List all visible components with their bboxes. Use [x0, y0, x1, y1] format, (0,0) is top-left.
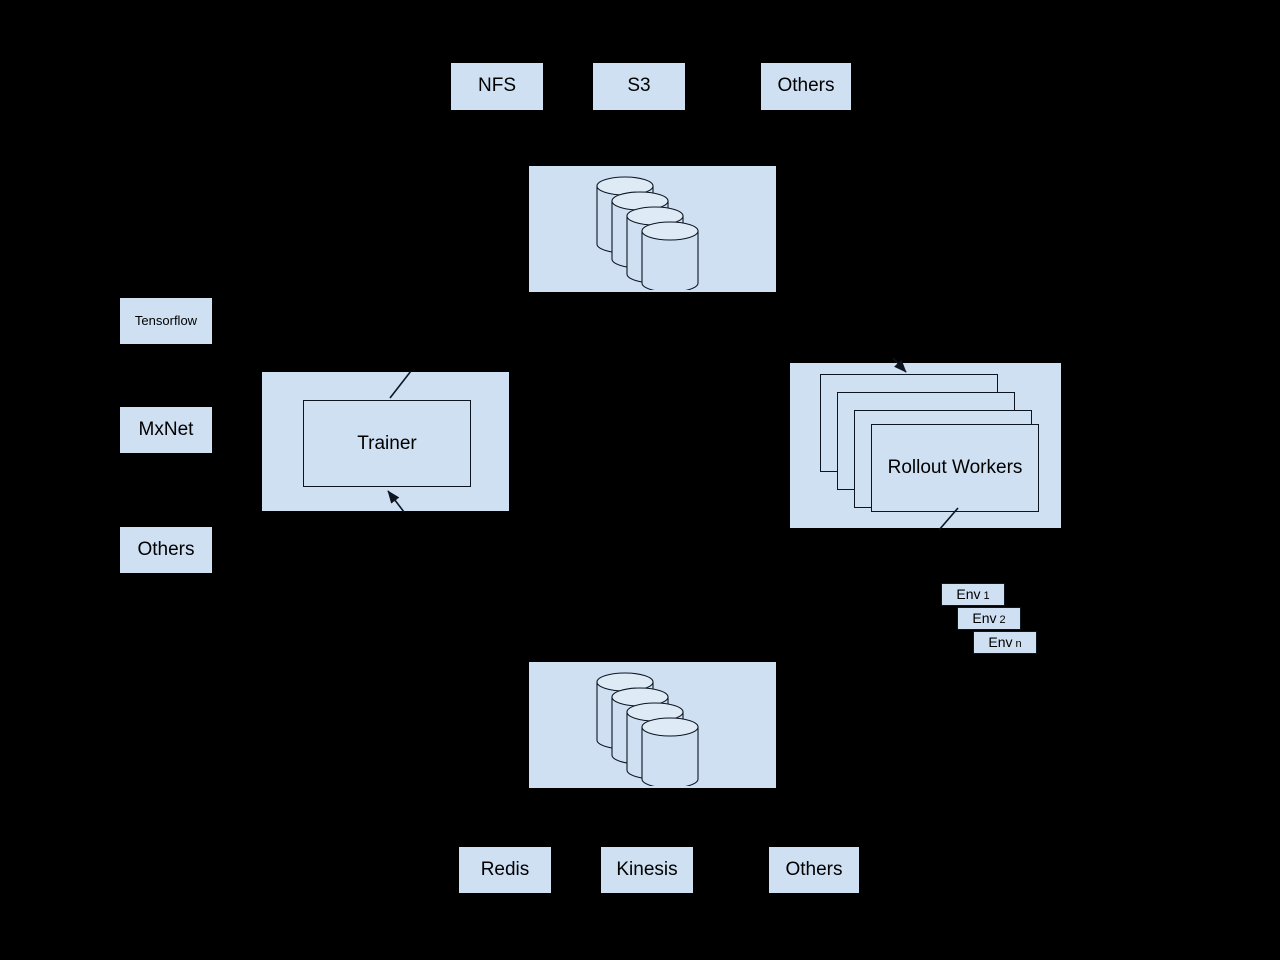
env-name: Env: [956, 586, 981, 602]
node-env-1[interactable]: Env 1: [941, 583, 1005, 606]
node-s3[interactable]: S3: [593, 63, 685, 110]
node-others-bottom[interactable]: Others: [769, 847, 859, 893]
node-kinesis[interactable]: Kinesis: [601, 847, 693, 893]
node-env-2[interactable]: Env 2: [957, 607, 1021, 630]
env-index: n: [1015, 638, 1022, 650]
node-trainer[interactable]: Trainer: [303, 400, 471, 487]
node-mxnet[interactable]: MxNet: [120, 407, 212, 453]
panel-data-store-top: [529, 166, 776, 292]
node-redis[interactable]: Redis: [459, 847, 551, 893]
env-index: 2: [999, 614, 1006, 626]
node-others-top[interactable]: Others: [761, 63, 851, 110]
database-cylinder-stack-bottom-icon: [596, 672, 699, 786]
node-tensorflow[interactable]: Tensorflow: [120, 298, 212, 344]
env-name: Env: [972, 610, 997, 626]
panel-data-store-bottom: [529, 662, 776, 788]
node-others-left[interactable]: Others: [120, 527, 212, 573]
database-cylinder-stack-top-icon: [596, 176, 699, 290]
node-nfs[interactable]: NFS: [451, 63, 543, 110]
node-env-n[interactable]: Env n: [973, 631, 1037, 654]
env-name: Env: [988, 634, 1013, 650]
rollout-worker-card-4[interactable]: Rollout Workers: [871, 424, 1039, 512]
env-index: 1: [983, 590, 990, 602]
